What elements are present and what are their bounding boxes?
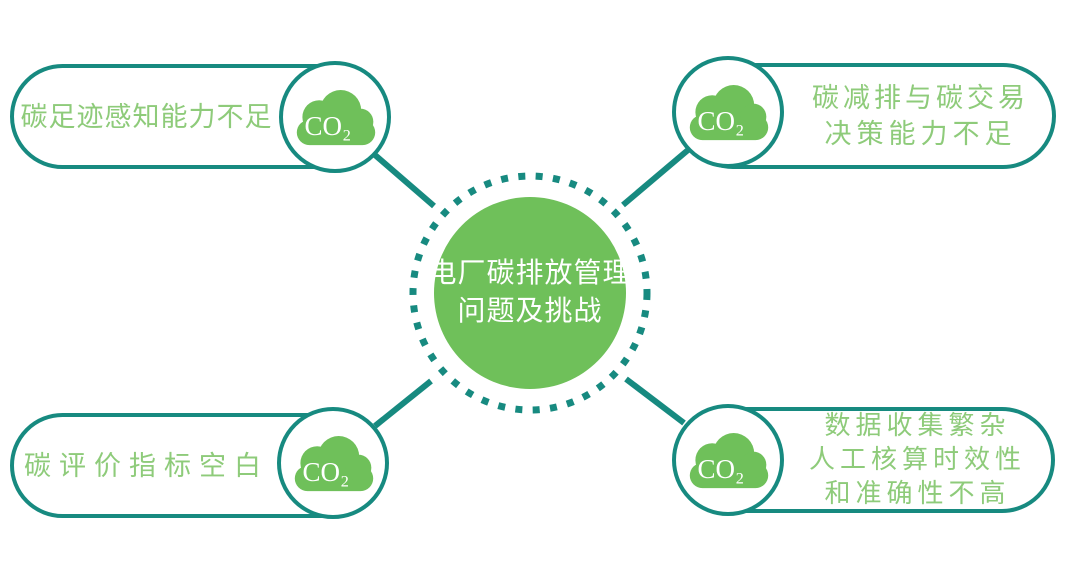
node-data-collection-label-line2: 人工核算时效性 (808, 445, 1026, 474)
connector-top-left (373, 152, 436, 209)
node-carbon-trading-label-line1: 碳减排与碳交易 (812, 83, 1029, 113)
connector-top-right (621, 147, 690, 208)
co2-cloud-icon (296, 90, 376, 146)
central-hub: 电厂碳排放管理 问题及挑战 (429, 197, 631, 389)
hub-title-line2: 问题及挑战 (457, 296, 603, 327)
dashed-ring (409, 172, 651, 414)
co2-cloud-icon (294, 436, 374, 492)
node-carbon-evaluation-label: 碳评价指标空白 (24, 450, 269, 481)
node-carbon-trading-label-line2: 决策能力不足 (824, 119, 1017, 149)
co2-label: CO₂ (697, 454, 745, 484)
node-carbon-footprint-label: 碳足迹感知能力不足 (20, 101, 273, 132)
co2-badge-bottom-right: CO₂ (672, 404, 784, 516)
co2-cloud-icon (689, 85, 769, 141)
connector-bottom-left (373, 378, 433, 429)
co2-badge-bottom-left: CO₂ (277, 407, 389, 519)
hub-title-line1: 电厂碳排放管理 (428, 258, 632, 289)
co2-badge-top-right: CO₂ (672, 56, 784, 168)
co2-label: CO₂ (304, 111, 352, 141)
co2-label: CO₂ (697, 106, 745, 136)
node-data-collection-label-line3: 和准确性不高 (824, 479, 1011, 508)
co2-cloud-icon (689, 433, 769, 489)
co2-label: CO₂ (302, 457, 350, 487)
co2-badge-top-left: CO₂ (279, 61, 391, 173)
node-data-collection-label-line1: 数据收集繁杂 (824, 411, 1011, 440)
node-carbon-footprint: 碳足迹感知能力不足 (10, 64, 388, 169)
connector-bottom-right (624, 376, 686, 426)
